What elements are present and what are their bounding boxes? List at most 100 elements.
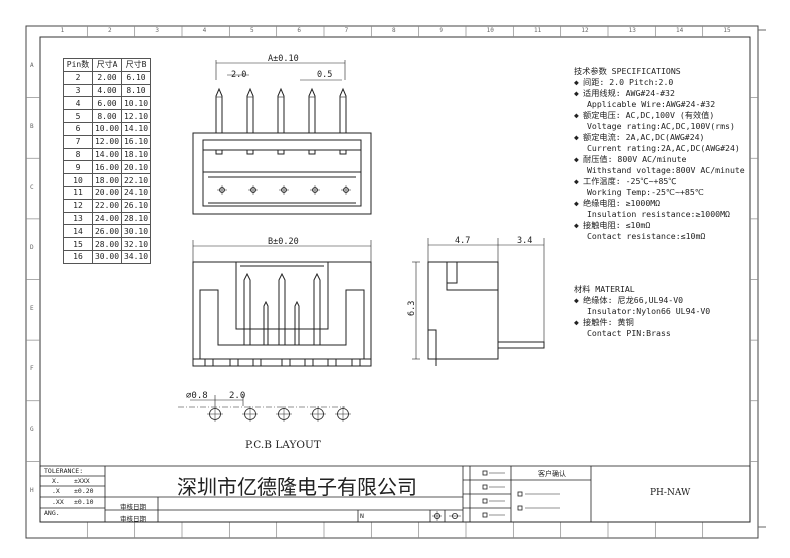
table-cell: 8.00 bbox=[92, 109, 122, 123]
slot bbox=[215, 149, 223, 155]
table-cell: 5 bbox=[63, 109, 93, 123]
table-cell: 14.00 bbox=[92, 147, 122, 162]
pcb-layout-label: P.C.B LAYOUT bbox=[245, 439, 321, 451]
spec-line: ◆适用线规: AWG#24-#32 bbox=[574, 88, 675, 98]
spec-line: ◆接触电阻: ≤10mΩ bbox=[574, 220, 651, 230]
spec-line: Withstand voltage:800V AC/minute bbox=[587, 165, 745, 175]
pin-contact bbox=[277, 87, 285, 133]
bullet-icon: ◆ bbox=[574, 155, 579, 164]
ruler-top-label: 7 bbox=[344, 27, 349, 34]
slot bbox=[339, 149, 347, 155]
pin-contact bbox=[215, 87, 223, 133]
ruler-top bbox=[86, 26, 704, 538]
table-cell: 16.00 bbox=[92, 160, 122, 175]
pin-contact bbox=[313, 272, 321, 345]
table-cell: 7 bbox=[63, 134, 93, 149]
pin-foot bbox=[252, 358, 262, 367]
tolerance-key: .X bbox=[52, 487, 60, 495]
table-cell: 15 bbox=[63, 237, 93, 251]
table-cell: 16.10 bbox=[121, 134, 151, 149]
checkbox-mark bbox=[482, 470, 488, 476]
ruler-top-label: 3 bbox=[155, 27, 159, 34]
table-cell: 22.10 bbox=[121, 173, 151, 187]
spec-line: Contact resistance:≤10mΩ bbox=[587, 231, 706, 241]
pin-contact bbox=[243, 272, 251, 345]
table-cell: 2 bbox=[63, 70, 93, 85]
slot bbox=[277, 149, 285, 155]
spec-line: Voltage rating:AC,DC,100V(rms) bbox=[587, 121, 735, 131]
ruler-side-label: G bbox=[30, 426, 34, 434]
ruler-top-label: 14 bbox=[676, 27, 684, 34]
spec-line: Insulation resistance:≥1000MΩ bbox=[587, 209, 730, 219]
ruler-top-label: 6 bbox=[297, 27, 301, 34]
spec-line: ◆额定电流: 2A,AC,DC(AWG#24) bbox=[574, 132, 705, 142]
bullet-icon: ◆ bbox=[574, 199, 579, 208]
pin-foot bbox=[229, 358, 239, 367]
table-cell: 20.10 bbox=[121, 160, 151, 175]
bullet-icon: ◆ bbox=[574, 111, 579, 120]
review-date-1: 审核日期 bbox=[120, 503, 146, 511]
table-cell: 16 bbox=[63, 249, 93, 264]
pin-contact bbox=[246, 87, 254, 133]
table-cell: 12.10 bbox=[121, 109, 151, 123]
ruler-side-label: F bbox=[30, 365, 34, 373]
table-cell: 34.10 bbox=[121, 249, 151, 264]
customer-confirm: 客户确认 bbox=[538, 470, 566, 478]
title-block bbox=[39, 465, 751, 523]
ruler-top-label: 15 bbox=[723, 27, 731, 34]
dim-height: 6.3 bbox=[407, 301, 417, 316]
spec-line: ◆额定电压: AC,DC,100V (有效值) bbox=[574, 110, 715, 120]
spec-line: Working Temp:-25℃~+85℃ bbox=[587, 187, 704, 197]
ruler-top-label: 2 bbox=[108, 27, 112, 34]
tolerance-value: ±XXX bbox=[74, 477, 90, 485]
dim-pin-width: 0.5 bbox=[317, 70, 332, 80]
pin-foot bbox=[327, 358, 337, 367]
front-view bbox=[192, 240, 372, 367]
table-cell: 8 bbox=[63, 147, 93, 162]
table-cell: 18.10 bbox=[121, 147, 151, 162]
company-name: 深圳市亿德隆电子有限公司 bbox=[177, 475, 417, 499]
table-cell: 28.00 bbox=[92, 237, 122, 251]
dim-depth2: 3.4 bbox=[517, 236, 532, 246]
tolerance-label: TOLERANCE: bbox=[44, 467, 84, 475]
table-cell: 4.00 bbox=[92, 83, 122, 98]
n-label: N bbox=[360, 512, 364, 520]
ruler-top-label: 11 bbox=[534, 27, 542, 34]
table-cell: 10 bbox=[63, 173, 93, 187]
side-view bbox=[412, 238, 545, 366]
dim-pitch-pcb: 2.0 bbox=[229, 391, 245, 401]
table-cell: 13 bbox=[63, 211, 93, 226]
dim-pitch-top: 2.0 bbox=[231, 70, 246, 80]
table-cell: 12 bbox=[63, 198, 93, 213]
table-cell: 14.10 bbox=[121, 121, 151, 136]
table-cell: 30.10 bbox=[121, 224, 151, 239]
table-cell: 6.10 bbox=[121, 70, 151, 85]
table-cell: 9 bbox=[63, 160, 93, 175]
checkbox-mark bbox=[517, 505, 523, 511]
ruler-top-label: 10 bbox=[486, 27, 494, 34]
table-cell: 4 bbox=[63, 96, 93, 111]
pin-foot bbox=[304, 358, 314, 367]
table-cell: 24.00 bbox=[92, 211, 122, 226]
spec-line: ◆接触件: 黄铜 bbox=[574, 317, 634, 327]
specifications: 技术参数 SPECIFICATIONS◆间距: 2.0 Pitch:2.0◆适用… bbox=[574, 66, 745, 242]
ruler-side-label: B bbox=[30, 122, 34, 130]
table-cell: 10.10 bbox=[121, 96, 151, 111]
spec-line: 材料 MATERIAL bbox=[574, 284, 635, 294]
tolerance-value: ±0.10 bbox=[74, 498, 94, 506]
spec-line: Insulator:Nylon66 UL94-V0 bbox=[587, 306, 711, 316]
